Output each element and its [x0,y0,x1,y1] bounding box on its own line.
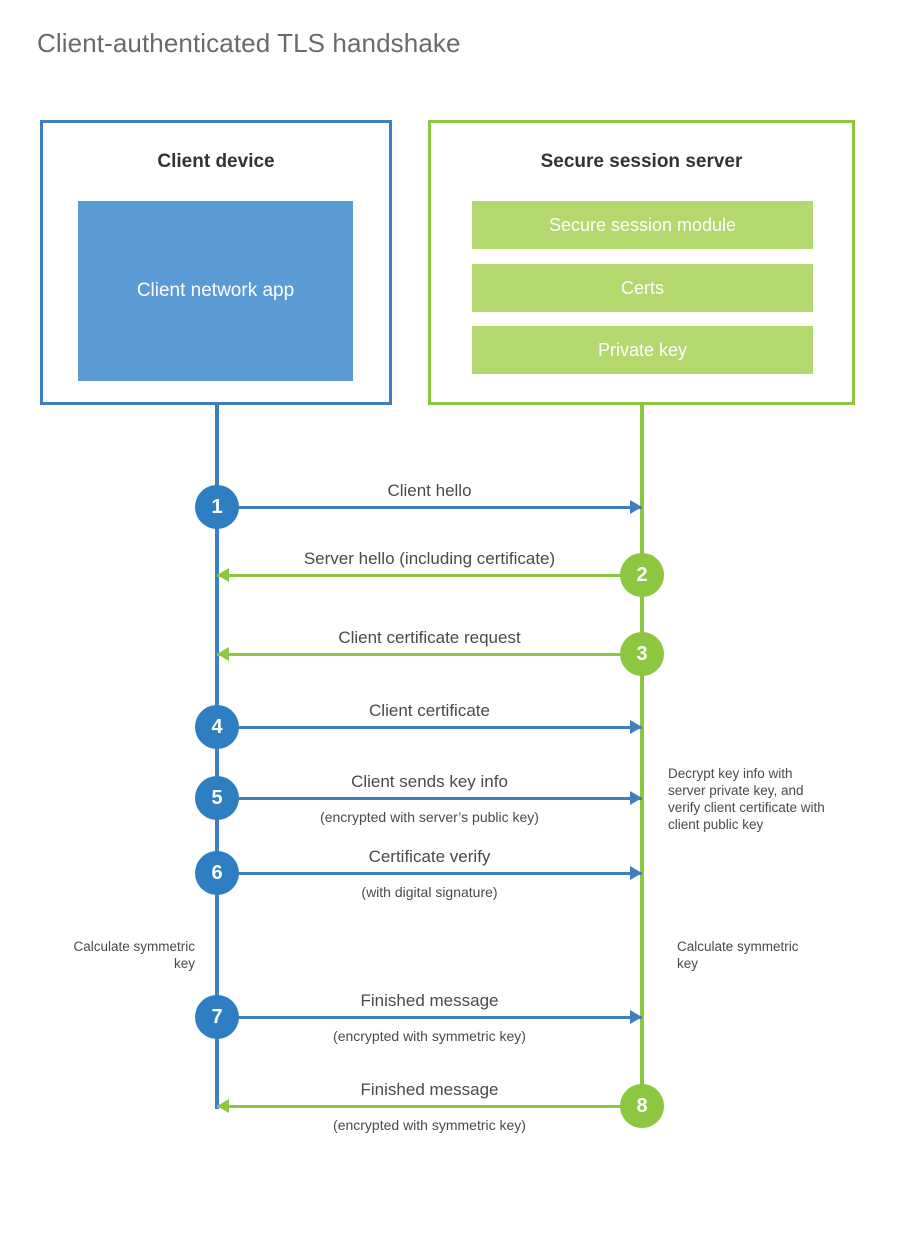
step-circle-3[interactable]: 3 [620,632,664,676]
message-label-7: Finished message [360,991,499,1010]
arrow-head-5 [630,791,642,805]
arrow-head-2 [217,568,229,582]
message-line-8 [217,1105,642,1108]
message-sublabel-7: (encrypted with symmetric key) [333,1028,526,1044]
message-sublabel-5: (encrypted with server’s public key) [320,809,539,825]
server-lifeline [640,405,644,1109]
client-device-title: Client device [157,151,275,172]
message-label-2: Server hello (including certificate) [303,549,556,568]
message-label-1: Client hello [387,481,472,500]
message-sublabel-6: (with digital signature) [361,884,498,900]
step-circle-1[interactable]: 1 [195,485,239,529]
message-line-7 [217,1016,642,1019]
step-circle-6[interactable]: 6 [195,851,239,895]
server-band-secure-session-module: Secure session module [472,201,813,249]
arrow-head-1 [630,500,642,514]
message-label-8: Finished message [360,1080,499,1099]
step-circle-4[interactable]: 4 [195,705,239,749]
message-line-3 [217,653,642,656]
step-circle-2[interactable]: 2 [620,553,664,597]
message-line-5 [217,797,642,800]
message-sublabel-8: (encrypted with symmetric key) [333,1117,526,1133]
message-line-6 [217,872,642,875]
step-circle-7[interactable]: 7 [195,995,239,1039]
annotation-server-decrypt-key-info: Decrypt key info with server private key… [668,766,825,832]
message-label-3: Client certificate request [338,628,521,647]
server-band-certs: Certs [472,264,813,312]
page-title: Client-authenticated TLS handshake [37,28,461,58]
annotation-server-calculate-symmetric-key: Calculate symmetric key [677,939,799,971]
message-label-6: Certificate verify [368,847,491,866]
arrow-head-8 [217,1099,229,1113]
client-lifeline [215,405,219,1109]
annotation-client-calculate-symmetric-key: Calculate symmetric key [73,939,195,971]
arrow-head-7 [630,1010,642,1024]
step-circle-8[interactable]: 8 [620,1084,664,1128]
client-network-app-label: Client network app [136,280,295,301]
secure-session-server-box: Secure session server Secure session mod… [428,120,855,405]
secure-session-server-title: Secure session server [540,151,743,172]
client-device-box: Client device Client network app [40,120,392,405]
message-label-5: Client sends key info [351,772,508,791]
message-line-1 [217,506,642,509]
message-line-2 [217,574,642,577]
arrow-head-6 [630,866,642,880]
server-band-private-key: Private key [472,326,813,374]
arrow-head-4 [630,720,642,734]
arrow-head-3 [217,647,229,661]
message-line-4 [217,726,642,729]
client-network-app-block: Client network app [78,201,353,381]
message-label-4: Client certificate [369,701,490,720]
step-circle-5[interactable]: 5 [195,776,239,820]
